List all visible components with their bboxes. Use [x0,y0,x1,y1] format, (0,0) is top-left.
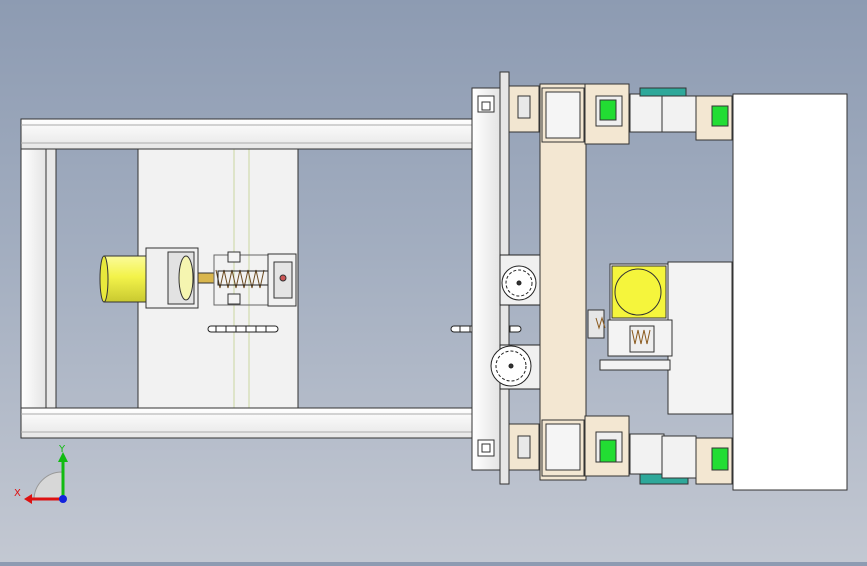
teal-block [639,87,687,97]
green-block [599,439,617,463]
sprocket-upper [499,254,543,306]
bottom-rail [20,407,474,439]
lead-screw [215,269,265,289]
left-post-inner [45,148,57,409]
shaft-coupler [197,272,215,284]
column-bar [471,87,501,471]
top-right-guides [584,83,733,145]
cross-beam [539,83,587,481]
z-axis-dot [59,495,67,503]
right-plate [599,93,848,491]
axis-triad: Y X [14,444,68,504]
green-block [599,99,617,121]
green-block [711,447,729,471]
yellow-motor-box [587,263,673,357]
sprocket-lower [490,344,543,390]
green-block [711,105,729,127]
chain-left [207,325,279,333]
top-rail [20,118,474,150]
left-post-outer [20,148,47,409]
left-frame [20,118,474,439]
motor-assembly [99,247,297,309]
bottom-right-guides [584,415,733,485]
y-axis-label: Y [58,444,66,455]
x-axis-label: X [14,488,21,499]
